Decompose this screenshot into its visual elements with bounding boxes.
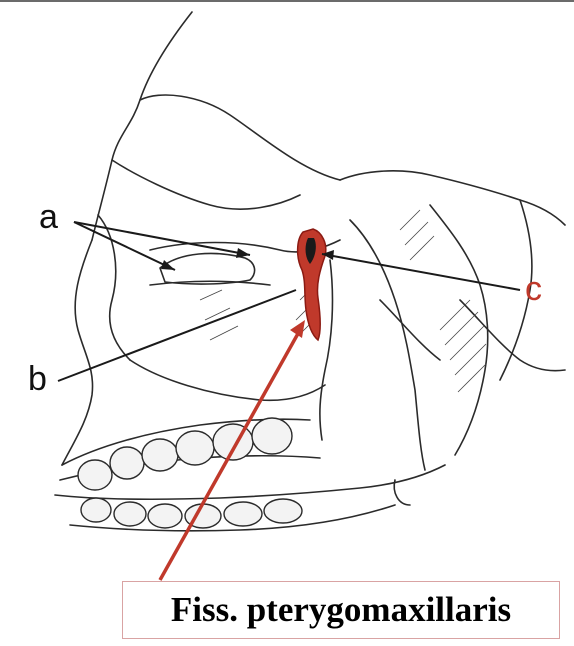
label-b: b: [28, 362, 47, 396]
caption-box: Fiss. pterygomaxillaris: [122, 581, 560, 639]
leader-b: [58, 290, 296, 381]
label-a: a: [39, 200, 58, 234]
caption-text: Fiss. pterygomaxillaris: [171, 590, 511, 630]
shading-hatch: [200, 210, 486, 392]
teeth: [78, 418, 302, 528]
leader-c: [322, 254, 520, 290]
leader-a-upper: [74, 222, 250, 255]
label-c: c: [525, 272, 542, 306]
